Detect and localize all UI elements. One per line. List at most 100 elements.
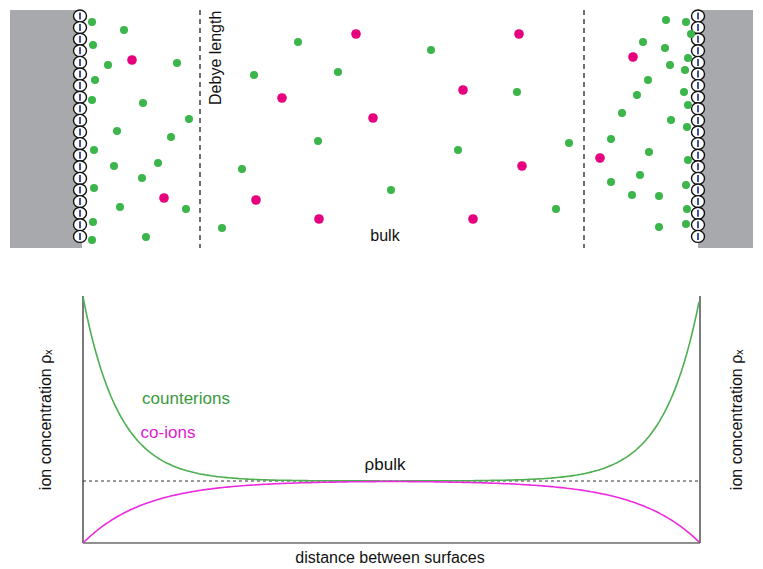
counterion xyxy=(334,68,342,76)
minus-sign xyxy=(697,59,699,66)
charge-circle xyxy=(74,230,87,242)
minus-sign xyxy=(79,152,81,159)
minus-sign xyxy=(79,140,81,147)
minus-sign xyxy=(79,163,81,170)
charge-circle xyxy=(692,126,705,138)
counterion xyxy=(684,101,692,109)
counterion xyxy=(110,162,118,170)
charge-circle xyxy=(692,219,705,231)
debye-boundary xyxy=(199,10,200,248)
minus-sign xyxy=(697,152,699,159)
counterion xyxy=(427,46,435,54)
counterion xyxy=(218,224,226,232)
charge-circle xyxy=(74,207,87,219)
counterion xyxy=(139,99,147,107)
charge-circle xyxy=(74,161,87,173)
minus-sign xyxy=(697,105,699,112)
region-label: bulk xyxy=(370,227,399,245)
axis-title: distance between surfaces xyxy=(295,549,484,567)
minus-sign xyxy=(697,163,699,170)
minus-sign xyxy=(79,117,81,124)
counterion xyxy=(250,71,258,79)
co-ion xyxy=(314,214,324,224)
minus-sign xyxy=(79,24,81,31)
counterion xyxy=(565,139,573,147)
counterion xyxy=(120,26,128,34)
minus-sign xyxy=(79,47,81,54)
counterion xyxy=(154,159,162,167)
charge-circle xyxy=(692,207,705,219)
counterion xyxy=(684,54,692,62)
minus-sign xyxy=(697,221,699,228)
counterion xyxy=(655,192,663,200)
level-label: ρbulk xyxy=(365,456,406,475)
minus-sign xyxy=(697,13,699,20)
charge-circle xyxy=(74,138,87,150)
minus-sign xyxy=(697,47,699,54)
minus-sign xyxy=(697,82,699,89)
charge-circle xyxy=(692,138,705,150)
charge-circle xyxy=(692,45,705,57)
minus-sign xyxy=(697,71,699,78)
counterion xyxy=(454,146,462,154)
y-axis xyxy=(699,296,700,543)
minus-sign xyxy=(79,71,81,78)
minus-sign xyxy=(697,140,699,147)
counterion xyxy=(682,18,690,26)
charge-circle xyxy=(692,91,705,103)
surface-charges xyxy=(74,10,705,242)
counterion xyxy=(167,133,175,141)
minus-sign xyxy=(79,233,81,240)
minus-sign xyxy=(697,175,699,182)
minus-sign xyxy=(79,13,81,20)
counterion xyxy=(633,91,641,99)
co-ion xyxy=(351,29,361,39)
minus-sign xyxy=(697,233,699,240)
charge-circle xyxy=(74,219,87,231)
minus-sign xyxy=(79,94,81,101)
y-axis xyxy=(82,296,83,543)
charge-circle xyxy=(74,22,87,34)
counterion xyxy=(683,123,691,131)
coion-curve xyxy=(83,481,699,543)
counterion xyxy=(645,148,653,156)
counterion xyxy=(182,205,190,213)
charge-circle xyxy=(692,196,705,208)
ions xyxy=(88,16,695,244)
charge-circle xyxy=(74,56,87,68)
charge-circle xyxy=(74,103,87,115)
counterion xyxy=(682,181,690,189)
counterion xyxy=(618,109,626,117)
charge-circle xyxy=(692,80,705,92)
charge-circle xyxy=(74,149,87,161)
minus-sign xyxy=(79,175,81,182)
counterion xyxy=(387,186,395,194)
charge-circle xyxy=(692,68,705,80)
series-label: co-ions xyxy=(141,424,196,443)
counterion-curve xyxy=(83,297,699,481)
minus-sign xyxy=(79,221,81,228)
co-ion xyxy=(514,29,524,39)
co-ion xyxy=(517,161,527,171)
counterion xyxy=(113,127,121,135)
counterion xyxy=(667,116,675,124)
counterion xyxy=(88,236,96,244)
counterion xyxy=(173,59,181,67)
counterion xyxy=(89,218,97,226)
counterion xyxy=(294,38,302,46)
minus-sign xyxy=(697,129,699,136)
dimension-label: Debye length xyxy=(207,11,225,105)
minus-sign xyxy=(79,129,81,136)
charge-circle xyxy=(74,68,87,80)
minus-sign xyxy=(697,198,699,205)
counterion xyxy=(238,165,246,173)
series-label: counterions xyxy=(142,390,230,409)
counterion xyxy=(662,16,670,24)
x-axis xyxy=(83,542,700,543)
minus-sign xyxy=(79,82,81,89)
minus-sign xyxy=(697,117,699,124)
charge-circle xyxy=(692,114,705,126)
counterion xyxy=(684,156,692,164)
